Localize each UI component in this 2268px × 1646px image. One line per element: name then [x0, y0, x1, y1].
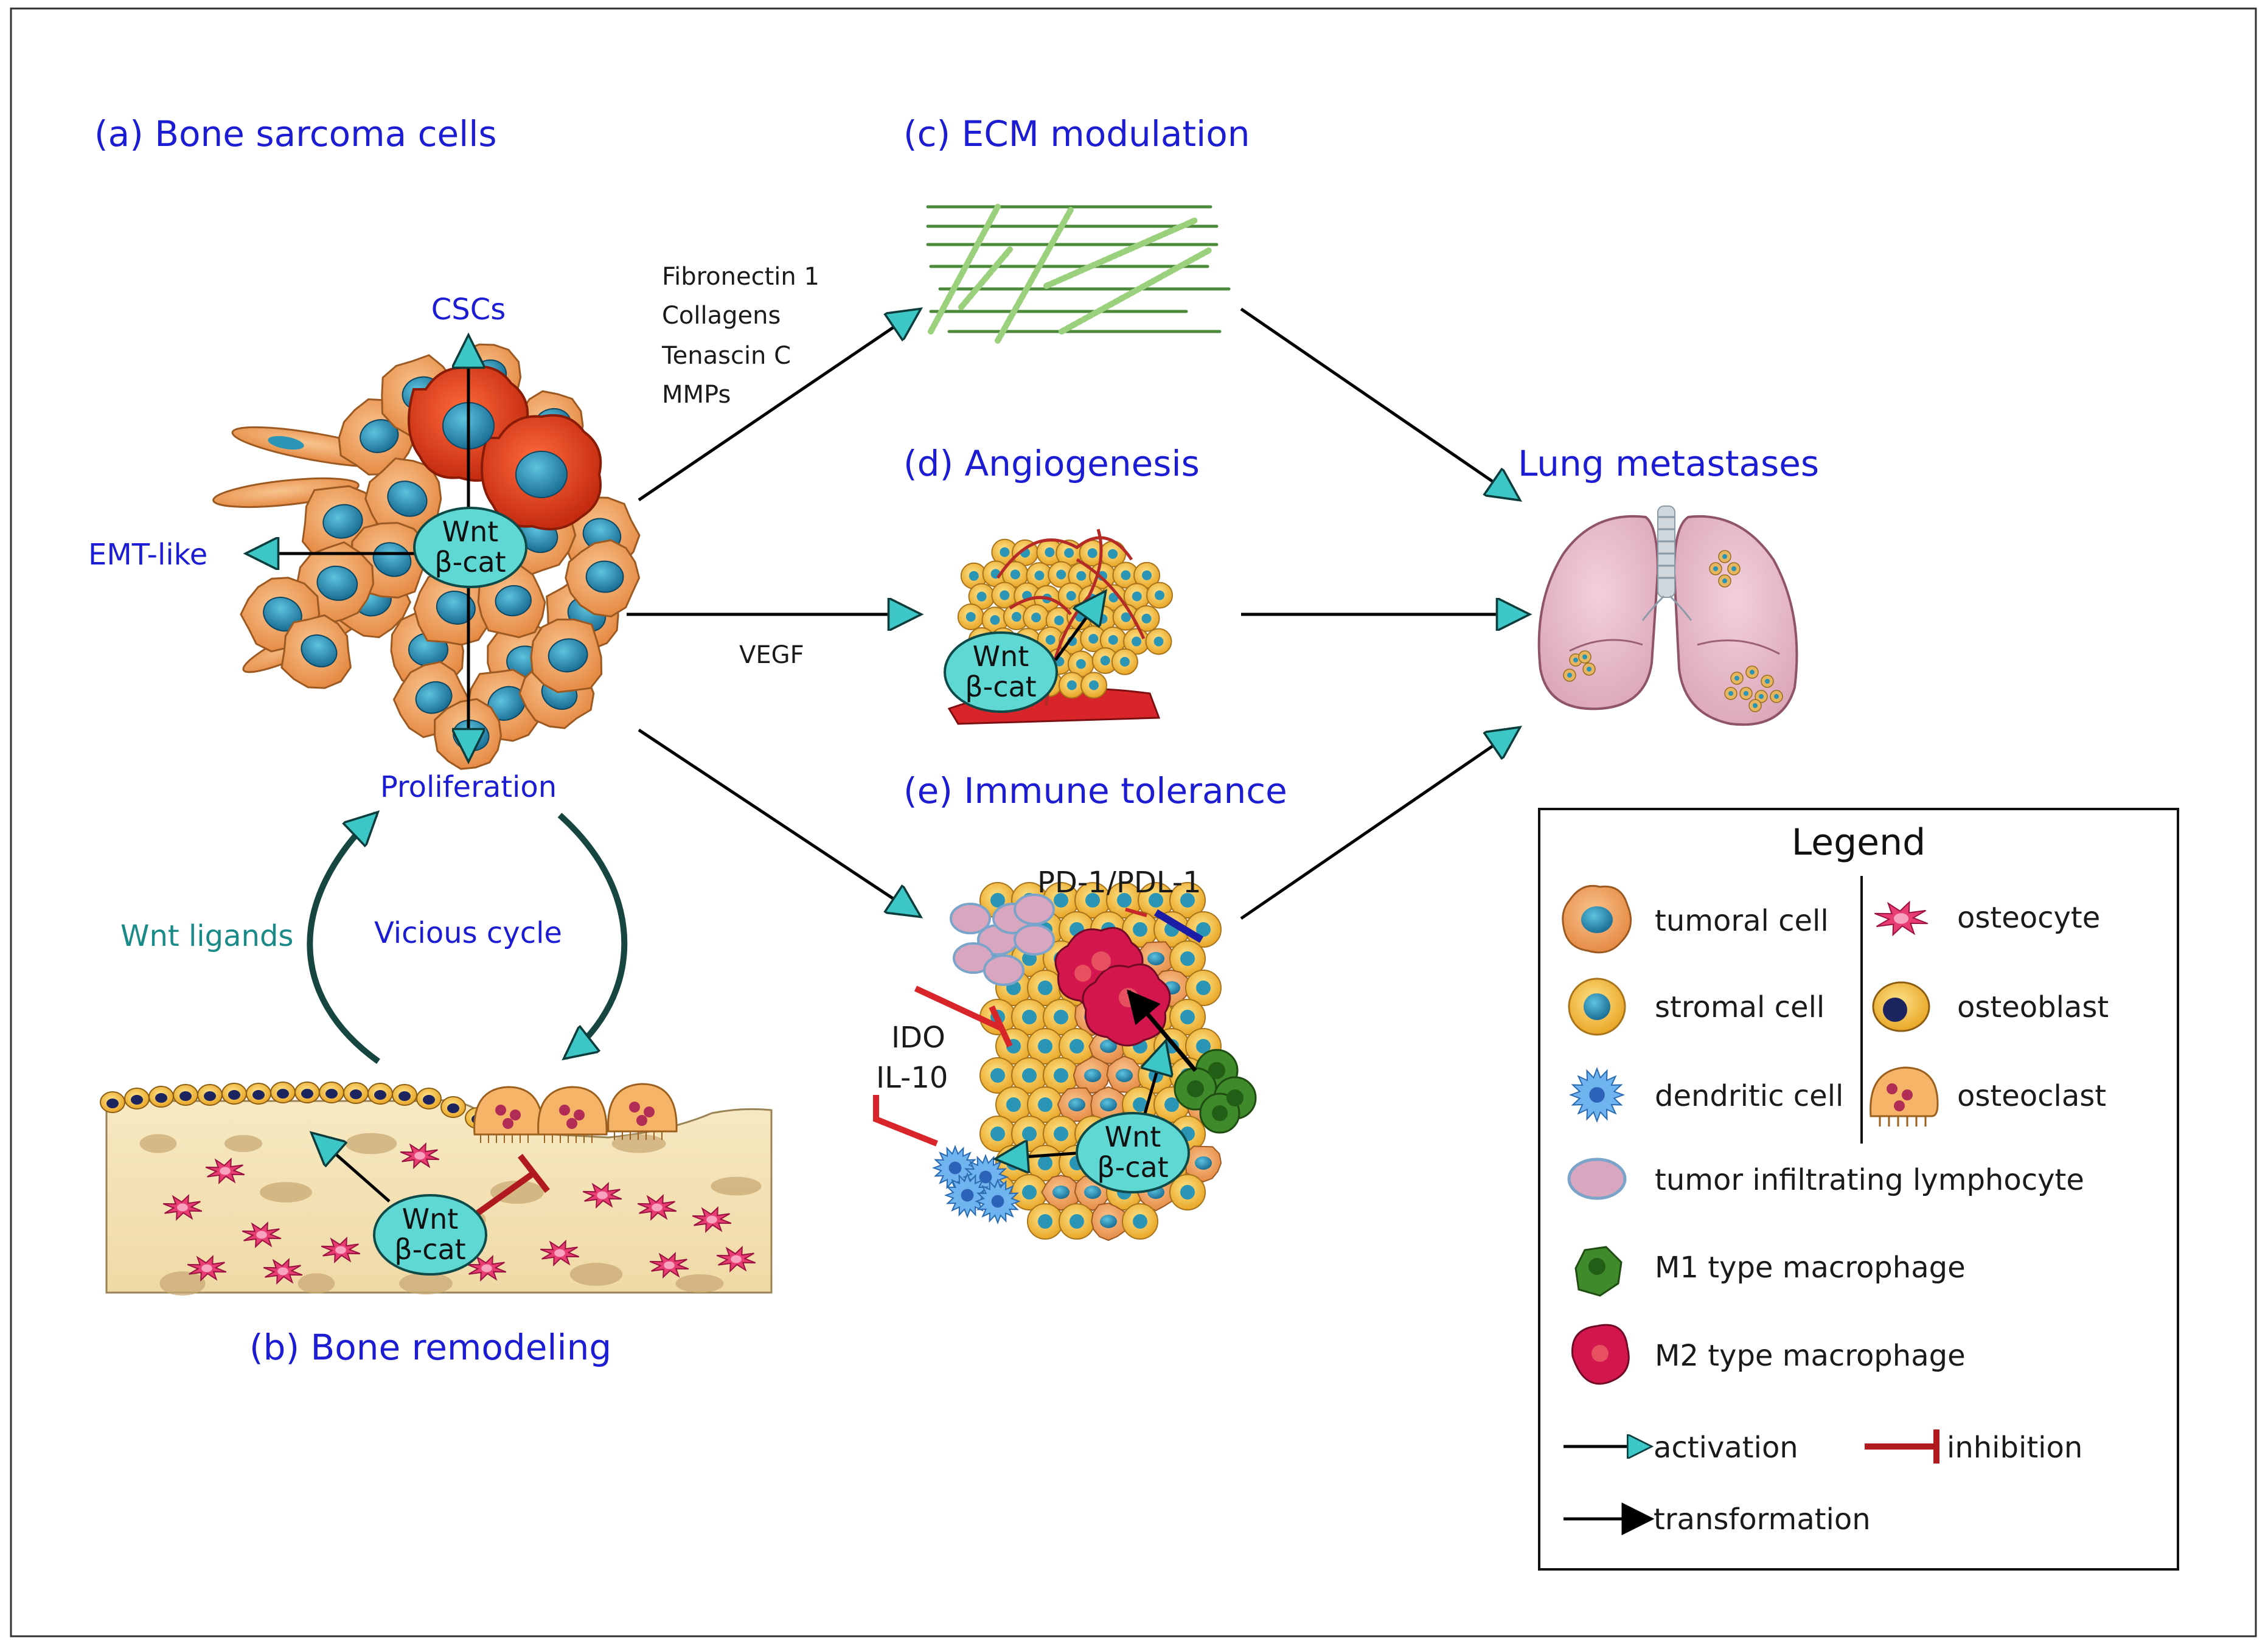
- emt-like-label: EMT-like: [88, 538, 207, 572]
- legend-stromal-cell-icon: [1568, 978, 1626, 1036]
- lungs-illustration: [1537, 505, 1798, 726]
- legend-til: tumor infiltrating lymphocyte: [1655, 1163, 2084, 1197]
- angio-activation-arrow: [1054, 593, 1104, 661]
- legend-osteoclast-icon: [1870, 1066, 1939, 1127]
- legend-stromal-cell: stromal cell: [1655, 990, 1824, 1024]
- section-title-e: (e) Immune tolerance: [903, 770, 1287, 811]
- legend-osteoblast-icon: [1872, 981, 1930, 1032]
- legend-dendritic-cell-icon: [1568, 1066, 1626, 1123]
- arrow-tumor-to-ecm: [638, 310, 919, 502]
- legend-osteocyte-icon: [1874, 900, 1929, 937]
- ecm-factor-2: Collagens: [662, 302, 781, 330]
- wnt-label: Wnt: [973, 640, 1029, 673]
- ido-label: IDO: [891, 1021, 945, 1055]
- vicious-cycle-arrow: [557, 813, 628, 1057]
- wnt-ligands-label: Wnt ligands: [120, 919, 293, 953]
- section-title-b: (b) Bone remodeling: [249, 1327, 611, 1368]
- section-title-a: (a) Bone sarcoma cells: [94, 113, 497, 155]
- legend-osteoclast: osteoclast: [1957, 1079, 2106, 1113]
- cscs-label: CSCs: [431, 293, 506, 327]
- ecm-factor-4: MMPs: [662, 381, 731, 409]
- wnt-label: Wnt: [402, 1203, 459, 1235]
- legend-dendritic-cell: dendritic cell: [1655, 1079, 1843, 1113]
- beta-cat-label: β-cat: [1097, 1151, 1168, 1184]
- bone-tissue: [100, 1082, 773, 1296]
- wnt-ellipse-tumor: Wnt β-cat: [413, 507, 527, 588]
- legend-osteocyte: osteocyte: [1957, 901, 2100, 935]
- il10-inhibition: [873, 1095, 938, 1147]
- legend-transformation: transformation: [1654, 1502, 1871, 1537]
- wnt-label: Wnt: [442, 515, 499, 548]
- beta-cat-label: β-cat: [965, 670, 1036, 703]
- wnt-ligands-arrow: [307, 814, 380, 1064]
- legend-m2: M2 type macrophage: [1655, 1339, 1966, 1373]
- arrow-ecm-to-lung: [1240, 307, 1518, 499]
- legend-box: Legend tumoral cell stromal cell dendrit…: [1538, 808, 2179, 1571]
- legend-inhibition-symbol: [1865, 1429, 1939, 1464]
- vegf-label: VEGF: [739, 641, 804, 669]
- pd1-pdl1-label: PD-1/PDL-1: [1037, 866, 1202, 900]
- legend-title: Legend: [1792, 821, 1925, 864]
- beta-cat-label: β-cat: [394, 1233, 465, 1266]
- bone-inhibition: [467, 1153, 550, 1223]
- wnt-ellipse-bone: Wnt β-cat: [373, 1194, 487, 1276]
- immune-to-dc-arrow: [998, 1153, 1084, 1159]
- legend-m2-icon: [1571, 1324, 1630, 1385]
- legend-osteoblast: osteoblast: [1957, 990, 2109, 1024]
- legend-m1-icon: [1574, 1246, 1623, 1297]
- legend-inhibition: inhibition: [1947, 1431, 2082, 1465]
- proliferation-label: Proliferation: [380, 770, 557, 804]
- ecm-fibers: [926, 204, 1231, 344]
- vicious-cycle-label: Vicious cycle: [374, 916, 562, 950]
- legend-til-icon: [1567, 1158, 1627, 1200]
- legend-activation: activation: [1654, 1431, 1798, 1465]
- il10-label: IL-10: [876, 1061, 948, 1095]
- lung-metastases-title: Lung metastases: [1518, 443, 1819, 484]
- ecm-factor-1: Fibronectin 1: [662, 263, 819, 291]
- wnt-label: Wnt: [1105, 1120, 1161, 1153]
- m1-to-m2-transformation: [1127, 989, 1197, 1072]
- bone-activation-arrow: [313, 1134, 391, 1203]
- arrow-immune-to-lung: [1240, 729, 1518, 920]
- ido-inhibition: [914, 985, 1013, 1048]
- beta-cat-label: β-cat: [434, 546, 506, 578]
- section-title-d: (d) Angiogenesis: [903, 443, 1200, 484]
- wnt-ellipse-immune: Wnt β-cat: [1076, 1112, 1190, 1193]
- ecm-factor-3: Tenascin C: [661, 342, 791, 370]
- arrow-tumor-to-immune: [638, 728, 919, 915]
- legend-tumoral-cell: tumoral cell: [1655, 904, 1829, 938]
- legend-m1: M1 type macrophage: [1655, 1251, 1966, 1285]
- wnt-ellipse-angiogenesis: Wnt β-cat: [944, 631, 1058, 713]
- section-title-c: (c) ECM modulation: [903, 113, 1250, 155]
- legend-tumoral-cell-icon: [1562, 884, 1632, 954]
